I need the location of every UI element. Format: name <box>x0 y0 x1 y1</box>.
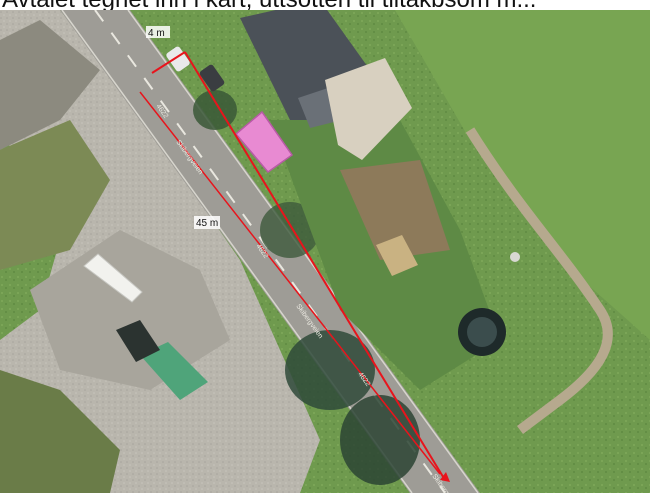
tree-cluster <box>340 395 420 485</box>
tree-cluster <box>285 330 375 410</box>
wooden-deck <box>376 235 418 276</box>
measure-line-long <box>139 91 441 475</box>
green-roof-building <box>140 342 208 400</box>
parked-car <box>199 64 225 92</box>
label-bg <box>146 26 170 38</box>
rocky-slope <box>0 20 100 150</box>
measure-line-short <box>151 51 186 74</box>
pink-roof-building <box>234 110 294 174</box>
garden-soil <box>340 160 450 260</box>
tree-cluster <box>260 202 320 258</box>
meadow <box>395 10 650 340</box>
yard-area <box>30 230 230 390</box>
terrace <box>325 58 412 160</box>
grass-bottom-left <box>0 370 120 493</box>
well-cover <box>510 252 520 262</box>
trampoline-mat <box>467 317 497 347</box>
map-caption: Avtalet tegnet inn i kart, uttsotten til… <box>2 0 536 14</box>
parked-car <box>166 46 190 72</box>
label-bg <box>194 216 220 229</box>
road[interactable] <box>60 10 480 493</box>
dark-shed <box>116 320 160 362</box>
aerial-map[interactable]: 4 m 45 m Skibergveien Skibergveien Skibe… <box>0 10 650 493</box>
measure-label-long: 45 m <box>196 218 218 229</box>
grass-patch-left <box>0 120 110 270</box>
measure-arrowhead <box>440 472 450 482</box>
measure-line-diagonal <box>184 51 446 481</box>
tree-cluster <box>193 90 237 130</box>
boat <box>83 253 143 303</box>
dirt-path <box>465 127 613 434</box>
measure-label-short: 4 m <box>148 28 165 39</box>
